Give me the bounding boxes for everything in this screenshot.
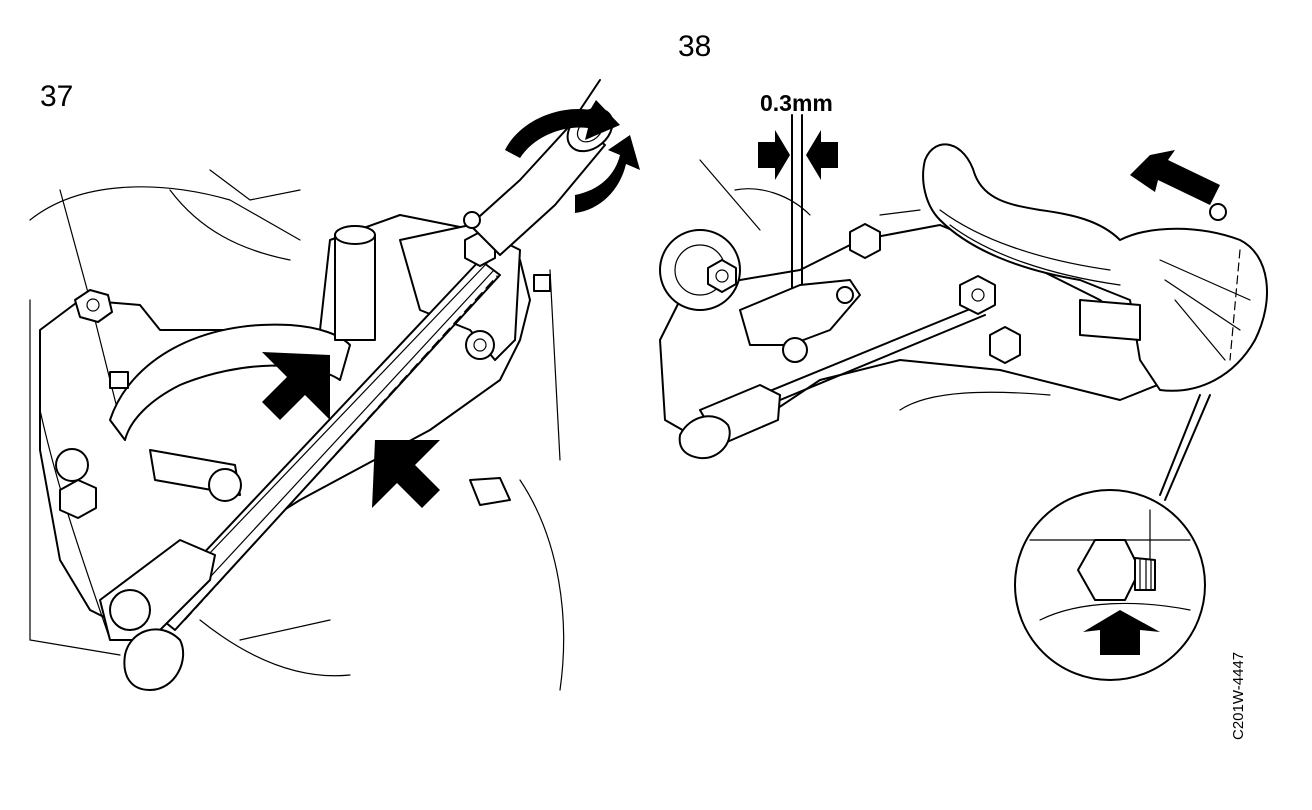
gap-arrow-right-icon <box>806 130 838 180</box>
figure-37-number: 37 <box>40 80 74 113</box>
figure-38-drawing <box>659 114 1268 681</box>
gap-arrow-left-icon <box>758 130 790 180</box>
figure-38-number: 38 <box>678 30 712 63</box>
gap-measurement-label: 0.3mm <box>760 90 833 116</box>
drawing-reference-code: C201W-4447 <box>1230 651 1247 740</box>
push-arrow-icon <box>262 352 330 420</box>
rotate-arrow-icon <box>505 100 620 158</box>
rotate-arrow-icon <box>575 135 640 213</box>
push-arrow-icon <box>1083 610 1160 655</box>
push-arrow-icon <box>372 440 440 508</box>
push-arrow-icon <box>1130 150 1220 205</box>
figure-37-drawing <box>29 79 640 691</box>
